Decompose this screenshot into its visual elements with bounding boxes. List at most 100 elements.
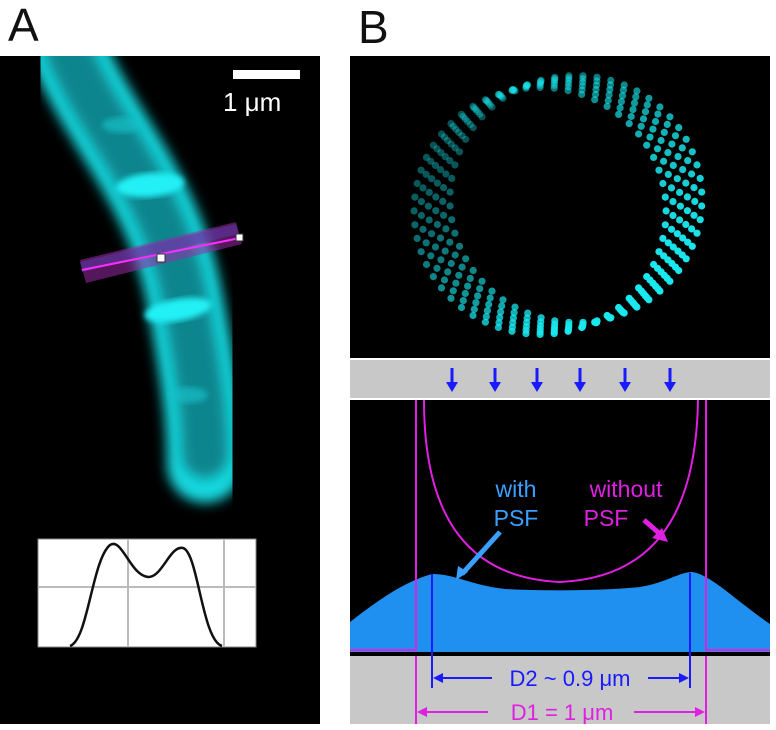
surface-point (451, 229, 459, 237)
surface-point (413, 179, 421, 188)
surface-point (455, 148, 464, 156)
surface-point (441, 153, 449, 161)
panel-label-a: A (8, 0, 39, 51)
surface-point (669, 243, 677, 251)
surface-point (564, 327, 572, 335)
surface-point (449, 122, 457, 130)
profile-end-handle[interactable] (235, 233, 244, 242)
surface-point (451, 251, 459, 259)
down-arrow-head (446, 382, 458, 392)
surface-point (511, 87, 519, 95)
surface-point (664, 239, 672, 247)
surface-point (643, 101, 651, 109)
surface-point (696, 216, 704, 224)
surface-point (483, 98, 491, 106)
surface-point (494, 90, 502, 98)
surface-point (496, 91, 504, 99)
with-psf-label-line1: with (495, 476, 537, 502)
surface-point (536, 330, 544, 338)
surface-point (464, 117, 472, 126)
surface-point (654, 110, 662, 118)
surface-point (417, 248, 425, 256)
surface-point (565, 74, 573, 82)
surface-point (481, 96, 489, 104)
d2-label: D2 ~ 0.9 μm (510, 666, 631, 691)
projection-band (350, 360, 770, 398)
surface-point (522, 82, 531, 90)
surface-point (461, 289, 469, 298)
surface-point (565, 72, 573, 80)
surface-point (478, 277, 486, 285)
surface-point (646, 133, 654, 141)
surface-point (669, 211, 677, 220)
surface-point (633, 87, 641, 95)
surface-point (447, 120, 455, 128)
surface-point (522, 84, 530, 92)
surface-point (664, 149, 672, 157)
surface-point (625, 294, 633, 302)
surface-point (666, 113, 674, 121)
panel-a: 1 μm (0, 56, 320, 724)
surface-point (523, 81, 531, 89)
surface-point (668, 140, 676, 148)
surface-point (683, 193, 692, 201)
surface-point (444, 268, 452, 276)
surface-point (457, 110, 466, 118)
surface-point (431, 243, 440, 251)
surface-point (659, 179, 667, 188)
surface-point (643, 141, 651, 149)
surface-point (476, 110, 484, 118)
surface-point (447, 259, 455, 268)
surface-point (682, 255, 690, 263)
down-arrow-head (574, 382, 586, 392)
surface-point (667, 184, 676, 192)
surface-point (683, 207, 692, 215)
surface-point (551, 75, 559, 83)
surface-point (419, 225, 427, 233)
surface-point (550, 330, 558, 338)
surface-point (688, 148, 696, 156)
surface-point (625, 120, 633, 128)
surface-point (578, 90, 586, 98)
surface-point (678, 144, 686, 152)
down-arrow-head (619, 382, 631, 392)
surface-point (603, 102, 611, 110)
surface-point (536, 83, 544, 92)
surface-point (615, 303, 623, 312)
surface-point (510, 86, 518, 94)
surface-point (536, 79, 544, 88)
line-profile-selection[interactable] (80, 222, 244, 283)
surface-point (436, 234, 445, 242)
surface-point (676, 202, 685, 210)
surface-point (662, 207, 670, 215)
surface-point (427, 252, 435, 260)
surface-point (671, 132, 680, 140)
surface-point (696, 174, 704, 182)
surface-point (485, 99, 493, 107)
profile-center-handle[interactable] (156, 253, 166, 263)
surface-point (632, 93, 640, 101)
surface-point (691, 197, 699, 205)
surface-point (411, 221, 419, 229)
surface-point (651, 117, 660, 126)
surface-point (684, 238, 692, 246)
surface-point (630, 99, 639, 107)
surface-point (690, 184, 698, 192)
surface-point (649, 279, 657, 287)
down-arrow-head (489, 382, 501, 392)
cylinder-surface-points (410, 72, 706, 338)
surface-point (444, 136, 452, 145)
with-psf-arrow (460, 530, 502, 576)
surface-point (474, 108, 482, 116)
without-psf-label-line1: without (589, 476, 663, 502)
surface-point (667, 225, 676, 233)
surface-point (498, 302, 506, 310)
surface-point (679, 166, 687, 174)
surface-point (486, 294, 494, 302)
surface-point (455, 271, 463, 279)
surface-point (442, 170, 450, 178)
surface-point (441, 247, 449, 255)
profile-panel: with PSF without PSF (350, 399, 770, 688)
surface-point (446, 157, 454, 165)
surface-point (536, 78, 545, 86)
